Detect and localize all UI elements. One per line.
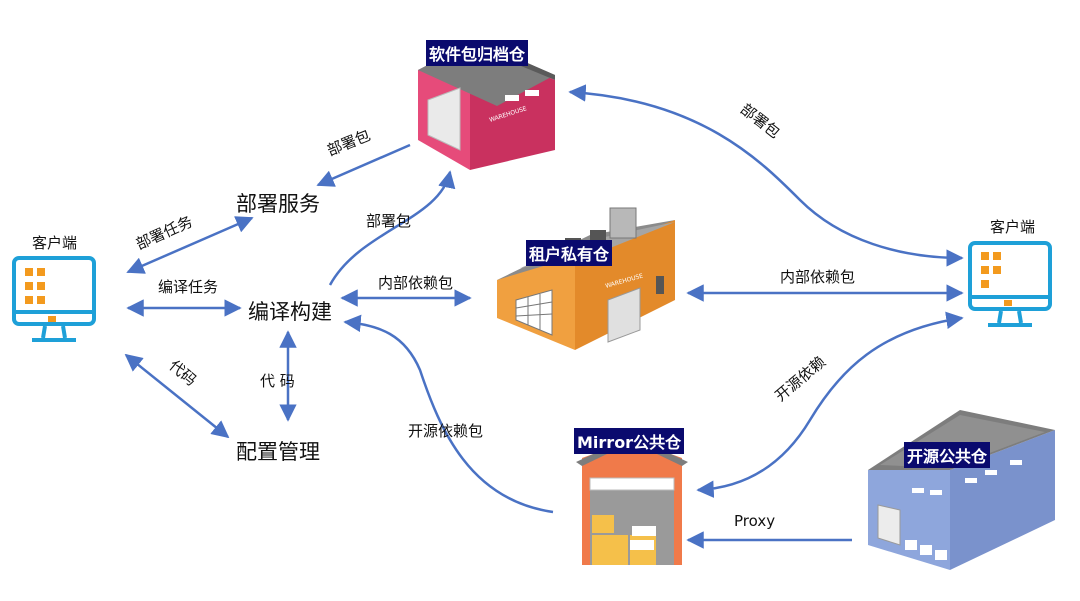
edge-opensource-dep-client — [696, 311, 964, 498]
archive-warehouse-title: 软件包归档仓 — [426, 40, 529, 66]
right-client-monitor-icon — [968, 241, 1052, 327]
opensource-warehouse-icon — [868, 410, 1055, 570]
edge-label-build-config-code: 代 码 — [260, 372, 295, 390]
build-node: 编译构建 — [248, 300, 332, 324]
left-client-label: 客户端 — [32, 234, 78, 252]
edge-label-proxy: Proxy — [734, 512, 776, 530]
edge-opensource-dep-build — [343, 314, 554, 514]
edge-deploy-task — [126, 216, 254, 274]
edge-archive-to-deploy — [316, 143, 411, 187]
edge-label-build-task: 编译任务 — [158, 278, 219, 296]
config-management-node: 配置管理 — [236, 440, 320, 464]
edge-label-internal-dep-client: 内部依赖包 — [780, 268, 856, 286]
edge-client-code — [124, 353, 230, 439]
mirror-warehouse-icon — [576, 436, 688, 565]
edge-build-to-archive — [328, 170, 456, 286]
edge-archive-client — [568, 84, 964, 267]
edge-label-internal-dep-build: 内部依赖包 — [378, 274, 454, 292]
right-client-label: 客户端 — [990, 218, 1036, 236]
edge-label-build-to-archive: 部署包 — [366, 212, 412, 230]
opensource-warehouse-title: 开源公共仓 — [904, 442, 991, 468]
edge-label-opensource-dep-build: 开源依赖包 — [408, 422, 484, 440]
tenant-warehouse-title: 租户私有仓 — [526, 240, 613, 266]
mirror-warehouse-title: Mirror公共仓 — [574, 428, 685, 454]
deploy-service-node: 部署服务 — [236, 192, 320, 216]
tenant-warehouse-icon: WAREHOUSE — [497, 207, 675, 350]
left-client-monitor-icon — [12, 256, 96, 342]
